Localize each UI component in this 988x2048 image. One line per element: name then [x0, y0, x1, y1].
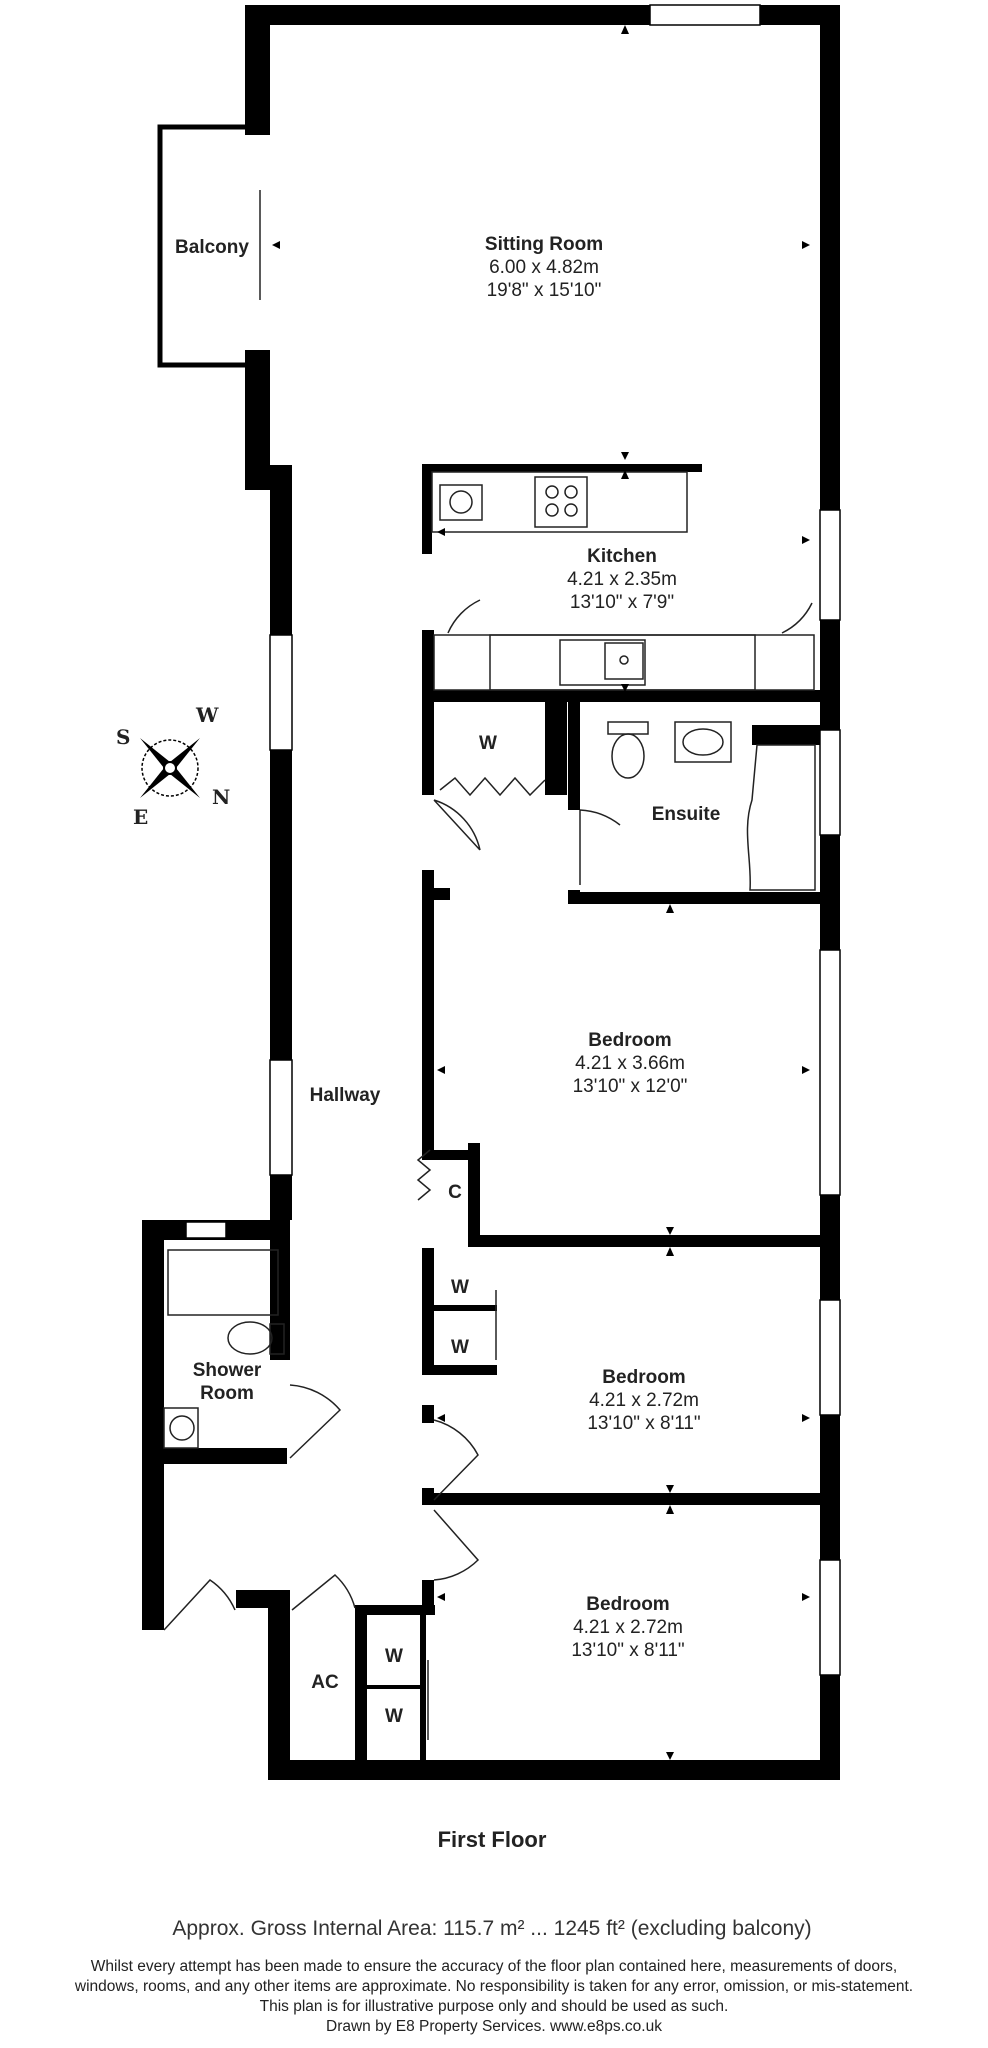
- balcony-label: Balcony: [175, 237, 249, 258]
- gross-area-text: Approx. Gross Internal Area: 115.7 m² ..…: [172, 1917, 812, 1940]
- room-metric: 4.21 x 3.66m: [575, 1052, 685, 1074]
- room-imperial: 19'8" x 15'10": [486, 279, 602, 301]
- cupboard-label: C: [448, 1182, 462, 1203]
- disclaimer-line: Drawn by E8 Property Services. www.e8ps.…: [326, 2018, 662, 2036]
- windows: [185, 4, 841, 1676]
- hallway-label: Hallway: [309, 1085, 381, 1106]
- shower-room-line-1: Shower: [192, 1360, 262, 1381]
- room-metric: 4.21 x 2.72m: [589, 1389, 699, 1411]
- wardrobe-label: W: [385, 1706, 403, 1727]
- room-label-bedroom-1: Bedroom 4.21 x 3.66m 13'10" x 12'0": [573, 1030, 688, 1098]
- compass-west: W: [196, 703, 219, 727]
- disclaimer-line: This plan is for illustrative purpose on…: [259, 1998, 729, 2016]
- room-name: Kitchen: [587, 546, 657, 567]
- compass-east: E: [133, 805, 149, 829]
- room-name: Sitting Room: [484, 234, 604, 255]
- shower-room-line-2: Room: [200, 1382, 254, 1404]
- room-metric: 6.00 x 4.82m: [489, 256, 599, 278]
- shower-room-label: Shower Room: [193, 1360, 262, 1406]
- room-metric: 4.21 x 2.72m: [573, 1616, 683, 1638]
- ensuite-label: Ensuite: [651, 804, 721, 825]
- room-name: Bedroom: [586, 1594, 670, 1615]
- compass-rose-icon: [140, 738, 200, 798]
- floor-title: First Floor: [437, 1827, 547, 1852]
- room-metric: 4.21 x 2.35m: [567, 568, 677, 590]
- wardrobe-label: W: [451, 1277, 469, 1298]
- room-imperial: 13'10" x 7'9": [569, 591, 675, 613]
- room-imperial: 13'10" x 12'0": [572, 1075, 688, 1097]
- ac-cupboard-label: AC: [311, 1672, 339, 1693]
- dimension-markers: [272, 25, 810, 1760]
- wardrobe-label: W: [385, 1646, 403, 1667]
- room-label-sitting: Sitting Room 6.00 x 4.82m 19'8" x 15'10": [485, 234, 603, 302]
- disclaimer-line: Whilst every attempt has been made to en…: [90, 1958, 898, 1975]
- room-label-kitchen: Kitchen 4.21 x 2.35m 13'10" x 7'9": [567, 546, 677, 614]
- room-name: Bedroom: [602, 1367, 686, 1388]
- room-name: Bedroom: [588, 1030, 672, 1051]
- room-imperial: 13'10" x 8'11": [571, 1639, 685, 1661]
- interior-walls: [355, 464, 822, 1760]
- compass-south: S: [116, 725, 131, 749]
- compass-north: N: [212, 785, 231, 809]
- room-label-bedroom-2: Bedroom 4.21 x 2.72m 13'10" x 8'11": [587, 1367, 700, 1435]
- disclaimer: Whilst every attempt has been made to en…: [75, 1957, 913, 2038]
- disclaimer-line: windows, rooms, and any other items are …: [74, 1978, 914, 1996]
- wardrobe-label: W: [479, 733, 497, 754]
- room-imperial: 13'10" x 8'11": [587, 1412, 701, 1434]
- wardrobe-label: W: [451, 1337, 469, 1358]
- fixtures: [163, 190, 816, 1740]
- room-label-bedroom-3: Bedroom 4.21 x 2.72m 13'10" x 8'11": [571, 1594, 684, 1662]
